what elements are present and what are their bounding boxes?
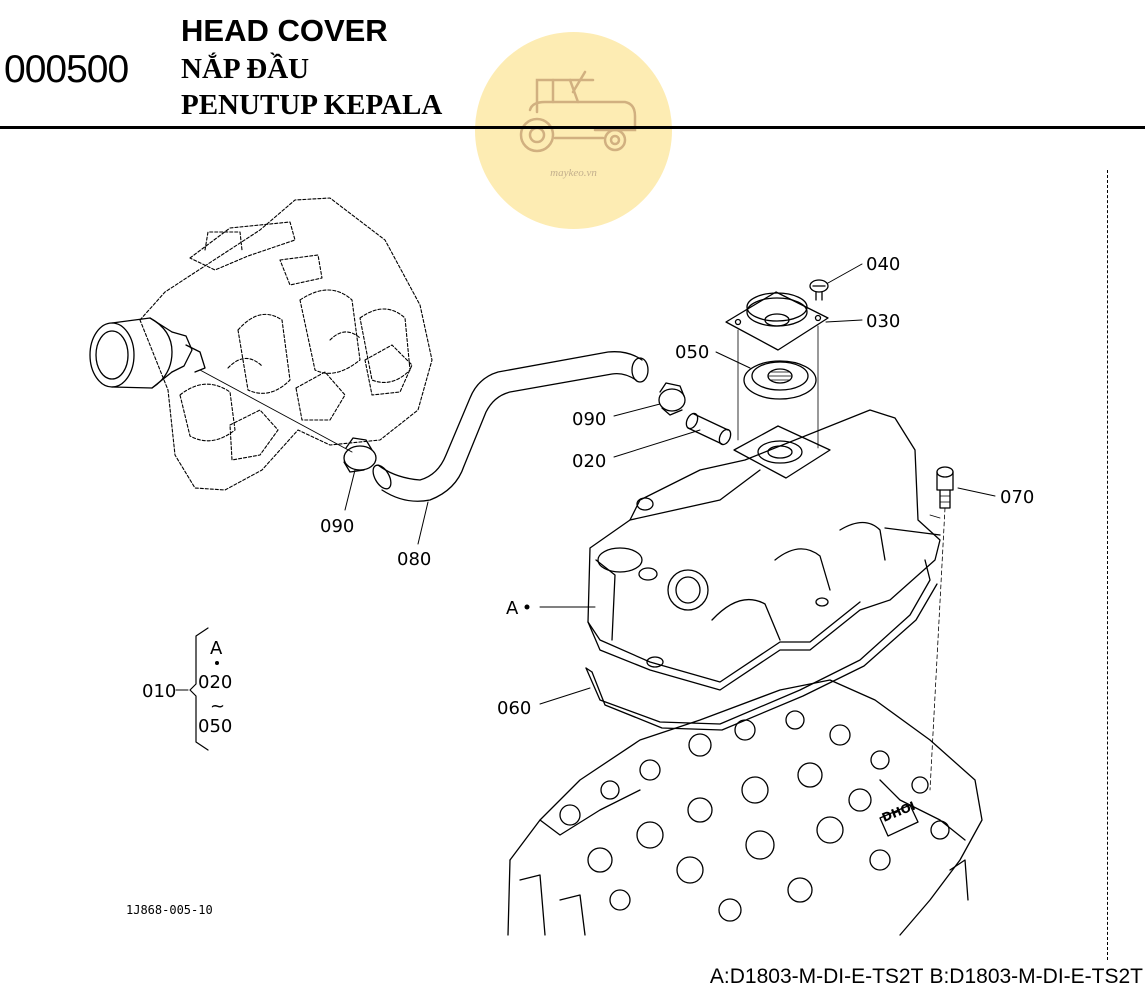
page-divider: [1107, 170, 1108, 960]
head-cover-gasket: [585, 559, 938, 731]
callout-070: 070: [1000, 487, 1034, 508]
bracket-to: 050: [198, 716, 232, 737]
breather-cap: [725, 291, 829, 449]
title-indonesian: PENUTUP KEPALA: [181, 89, 443, 121]
callout-050: 050: [675, 342, 709, 363]
bracket-dot: [215, 661, 219, 665]
head-cover: [587, 409, 941, 691]
drawing-reference-code: 1J868-005-10: [126, 903, 213, 917]
leader-lines: [175, 263, 996, 705]
cylinder-head: [507, 679, 983, 936]
callout-030: 030: [866, 311, 900, 332]
callout-040: 040: [866, 254, 900, 275]
bracket-from: 020: [198, 672, 232, 693]
inlet-pipe: [89, 317, 206, 389]
intake-manifold: [139, 197, 433, 491]
callout-010: 010: [142, 681, 176, 702]
callout-090-lower: 090: [320, 516, 354, 537]
callout-060: 060: [497, 698, 531, 719]
watermark-logo: maykeo.vn: [475, 32, 672, 229]
callout-080: 080: [397, 549, 431, 570]
header-rule: [0, 126, 1145, 129]
callout-A: A: [506, 598, 519, 619]
cylinder-head-mark: DHOI: [880, 799, 917, 825]
section-code: 000500: [4, 48, 129, 91]
pipe: [685, 412, 732, 446]
breather-hose: [372, 351, 649, 502]
watermark-text: maykeo.vn: [550, 167, 597, 179]
hose-clamp-upper: [658, 382, 686, 416]
model-b: B:D1803-M-DI-E-TS2T: [929, 965, 1143, 988]
title-vietnamese: NẮP ĐẦU: [181, 53, 310, 85]
model-a: A:D1803-M-DI-E-TS2T: [709, 965, 924, 988]
parts-diagram: 040 030 050 090 020 090 080 070 A 060 01…: [89, 197, 1034, 936]
breather-seat: [733, 425, 831, 479]
bracket-A: A: [210, 638, 223, 659]
bracket-tilde: ~: [210, 696, 225, 717]
assembly-bracket: [189, 627, 209, 751]
cover-bolt: [929, 466, 954, 791]
hose-clamp-lower: [343, 437, 377, 473]
title-english: HEAD COVER: [181, 13, 388, 48]
diaphragm: [743, 360, 817, 400]
screw: [809, 279, 829, 301]
callout-020: 020: [572, 451, 606, 472]
point-A-dot: [524, 604, 530, 610]
callout-090-upper: 090: [572, 409, 606, 430]
